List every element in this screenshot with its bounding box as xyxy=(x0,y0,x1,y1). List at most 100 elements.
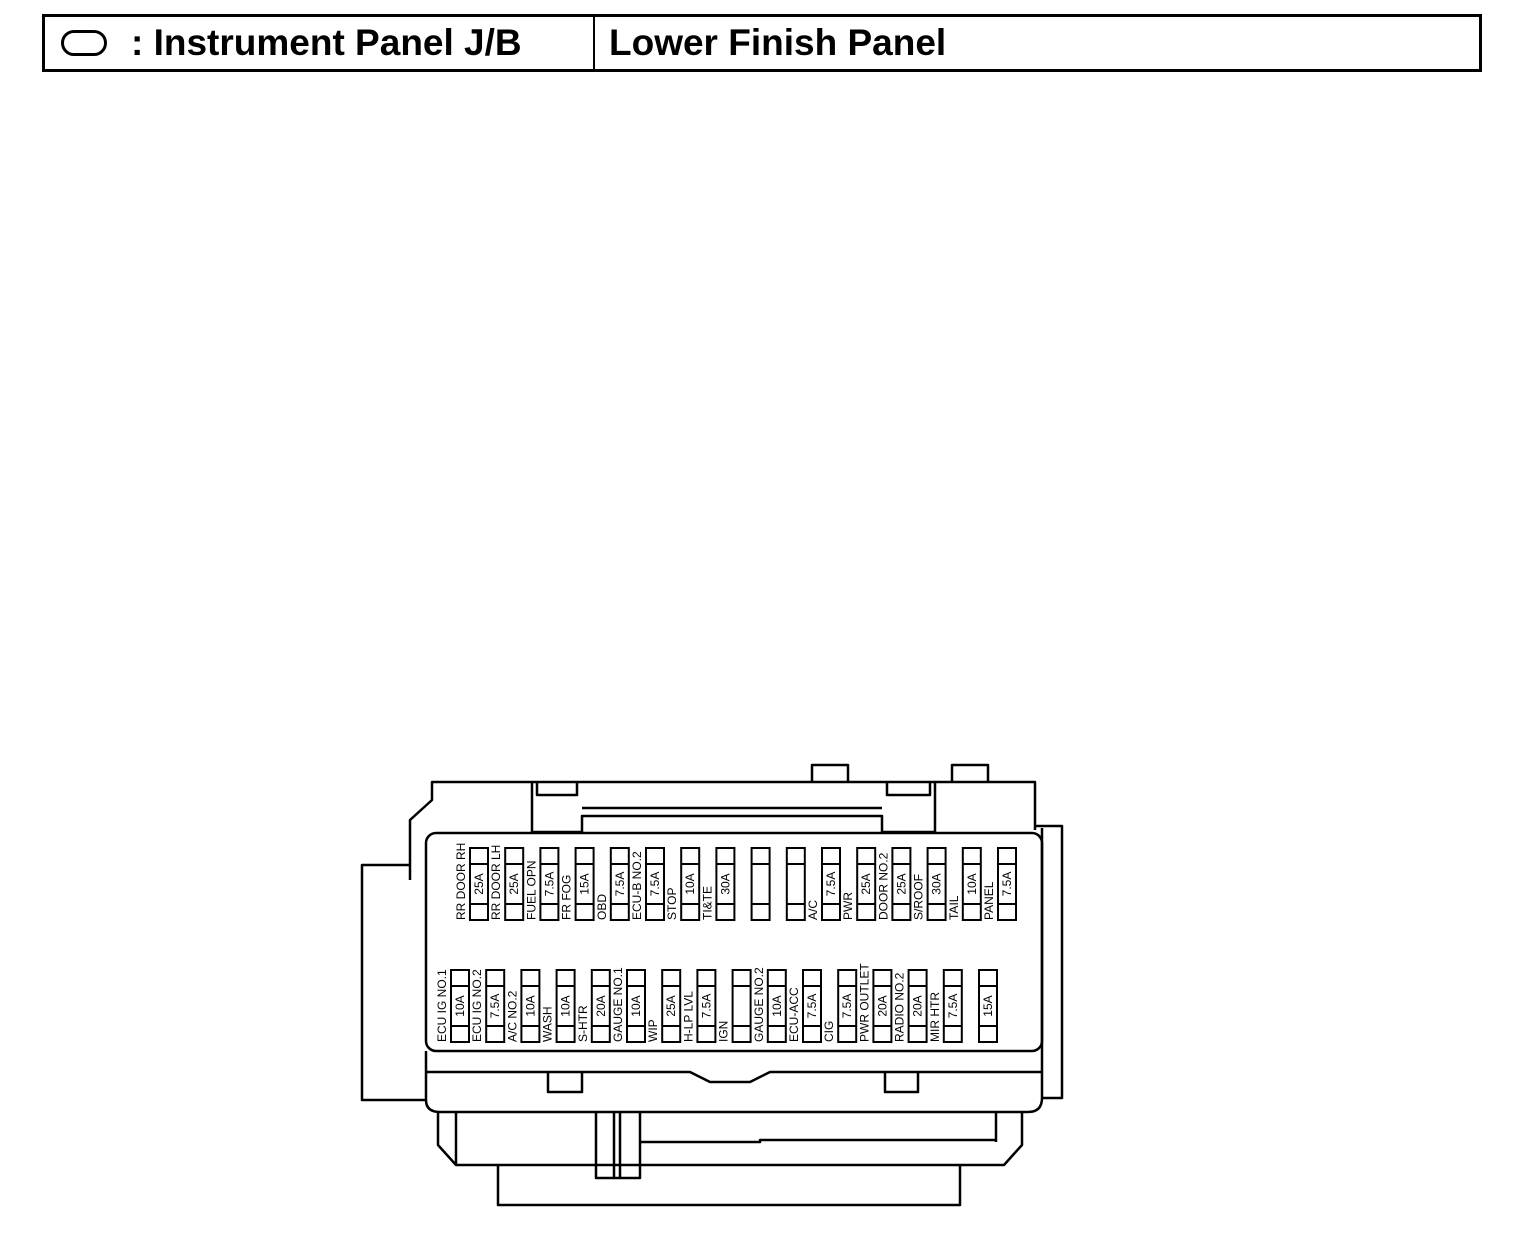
fuse-body xyxy=(574,847,595,921)
fuse-body xyxy=(856,847,877,921)
fuse-amperage: 7.5A xyxy=(699,994,713,1019)
fuse-label: ECU IG NO.2 xyxy=(470,969,484,1042)
fuse-label: OBD xyxy=(595,894,609,920)
fuse-amperage: 7.5A xyxy=(613,872,627,897)
fuse-amperage: 10A xyxy=(965,873,979,894)
fuse-label: TAIL xyxy=(947,895,961,920)
fuse-body xyxy=(872,969,893,1043)
fuse-label: DOOR NO.2 xyxy=(876,852,890,920)
fuse-label: A/C xyxy=(806,900,820,920)
fuse-slot: 25A DOOR NO.2 xyxy=(876,847,912,921)
fuse-amperage: 20A xyxy=(875,995,889,1016)
location-cell: Lower Finish Panel xyxy=(595,17,946,69)
fuse-label: RADIO NO.2 xyxy=(893,972,907,1042)
fuse-label: ECU-B NO.2 xyxy=(630,851,644,920)
fuse-label: PANEL xyxy=(982,881,996,920)
fuse-label: WIP xyxy=(646,1019,660,1042)
fuse-body xyxy=(942,969,963,1043)
fuse-slot: 7.5A ECU IG NO.2 xyxy=(470,969,506,1043)
fuse-amperage: 25A xyxy=(664,995,678,1016)
fuse-amperage: 30A xyxy=(930,873,944,894)
fuse-body xyxy=(961,847,982,921)
fuse-amperage: 30A xyxy=(718,873,732,894)
fuse-body xyxy=(469,847,489,921)
fuse-label: RR DOOR RH xyxy=(454,843,468,920)
fuse-slot: IGN xyxy=(717,969,752,1043)
fuse-label: CIG xyxy=(822,1021,836,1042)
fuse-amperage: 10A xyxy=(559,995,573,1016)
legend-cell: : Instrument Panel J/B xyxy=(45,17,595,69)
fuse-body xyxy=(821,847,841,921)
fuse-label: S/ROOF xyxy=(912,874,926,920)
fuse-body xyxy=(978,969,998,1043)
fuse-label: STOP xyxy=(665,888,679,920)
fuse-label: GAUGE NO.1 xyxy=(611,967,625,1042)
fuse-amperage: 20A xyxy=(594,995,608,1016)
title-bar: : Instrument Panel J/B Lower Finish Pane… xyxy=(42,14,1482,72)
fuse-body xyxy=(539,847,560,921)
fuse-body xyxy=(680,847,701,921)
fuse-amperage: 7.5A xyxy=(946,994,960,1019)
fuse-amperage: 25A xyxy=(507,873,521,894)
fuse-body xyxy=(802,969,822,1043)
fuse-label: MIR HTR xyxy=(928,992,942,1042)
fuse-slot: 7.5A MIR HTR xyxy=(928,969,963,1043)
fuse-body xyxy=(520,969,541,1043)
fuse-amperage: 7.5A xyxy=(840,994,854,1019)
fuse-label: PWR xyxy=(841,892,855,920)
fuse-body xyxy=(590,969,611,1043)
fuse-label: WASH xyxy=(541,1006,555,1042)
fuse-label: H-LP LVL xyxy=(681,991,695,1042)
fuse-body xyxy=(891,847,912,921)
fuse-body xyxy=(661,969,682,1043)
fuse-slot: 7.5A FUEL OPN xyxy=(524,847,560,921)
oval-icon xyxy=(61,30,107,56)
fuse-amperage: 25A xyxy=(894,873,908,894)
fuse-label: GAUGE NO.2 xyxy=(752,967,766,1042)
fuse-body xyxy=(555,969,576,1043)
fuse-body xyxy=(997,847,1017,921)
fuse-slot: 25A RR DOOR RH xyxy=(454,843,489,921)
fuse-amperage: 10A xyxy=(453,995,467,1016)
fuse-amperage: 7.5A xyxy=(648,872,662,897)
fuse-body xyxy=(715,847,736,921)
fuse-body xyxy=(766,969,787,1043)
fuse-body xyxy=(450,969,470,1043)
fuse-slot xyxy=(750,847,771,921)
fuse-amperage: 7.5A xyxy=(542,872,556,897)
fuse-body xyxy=(750,847,771,921)
fuse-slot: 10A GAUGE NO.1 xyxy=(611,967,646,1043)
fuse-body xyxy=(485,969,506,1043)
fuse-amperage: 20A xyxy=(911,995,925,1016)
fuse-slot: 15A xyxy=(978,969,998,1043)
fuse-body xyxy=(907,969,928,1043)
fuse-amperage: 15A xyxy=(981,995,995,1016)
fuse-amperage: 25A xyxy=(472,873,486,894)
fuse-label: S-HTR xyxy=(576,1005,590,1042)
fuse-label: ECU IG NO.1 xyxy=(435,969,449,1042)
fuse-slot: 7.5A CIG xyxy=(822,969,858,1043)
fuse-slot: 7.5A OBD xyxy=(595,847,630,921)
fuse-slot: 10A GAUGE NO.2 xyxy=(752,967,787,1043)
fuse-amperage: 10A xyxy=(770,995,784,1016)
fuse-body xyxy=(837,969,858,1043)
fuse-slot: 7.5A ECU-B NO.2 xyxy=(630,847,665,921)
jb-housing xyxy=(360,763,1064,1207)
fuse-label: FUEL OPN xyxy=(524,860,538,920)
fuse-label: IGN xyxy=(717,1021,731,1042)
fuse-label: FR FOG xyxy=(560,875,574,920)
fuse-amperage: 10A xyxy=(683,873,697,894)
fuse-amperage: 10A xyxy=(629,995,643,1016)
fuse-label: TI&TE xyxy=(700,886,714,920)
fuse-amperage: 7.5A xyxy=(488,994,502,1019)
fuse-slot: 20A S-HTR xyxy=(576,969,611,1043)
fuse-label: A/C NO.2 xyxy=(505,990,519,1042)
jb-title: : Instrument Panel J/B xyxy=(131,22,522,63)
